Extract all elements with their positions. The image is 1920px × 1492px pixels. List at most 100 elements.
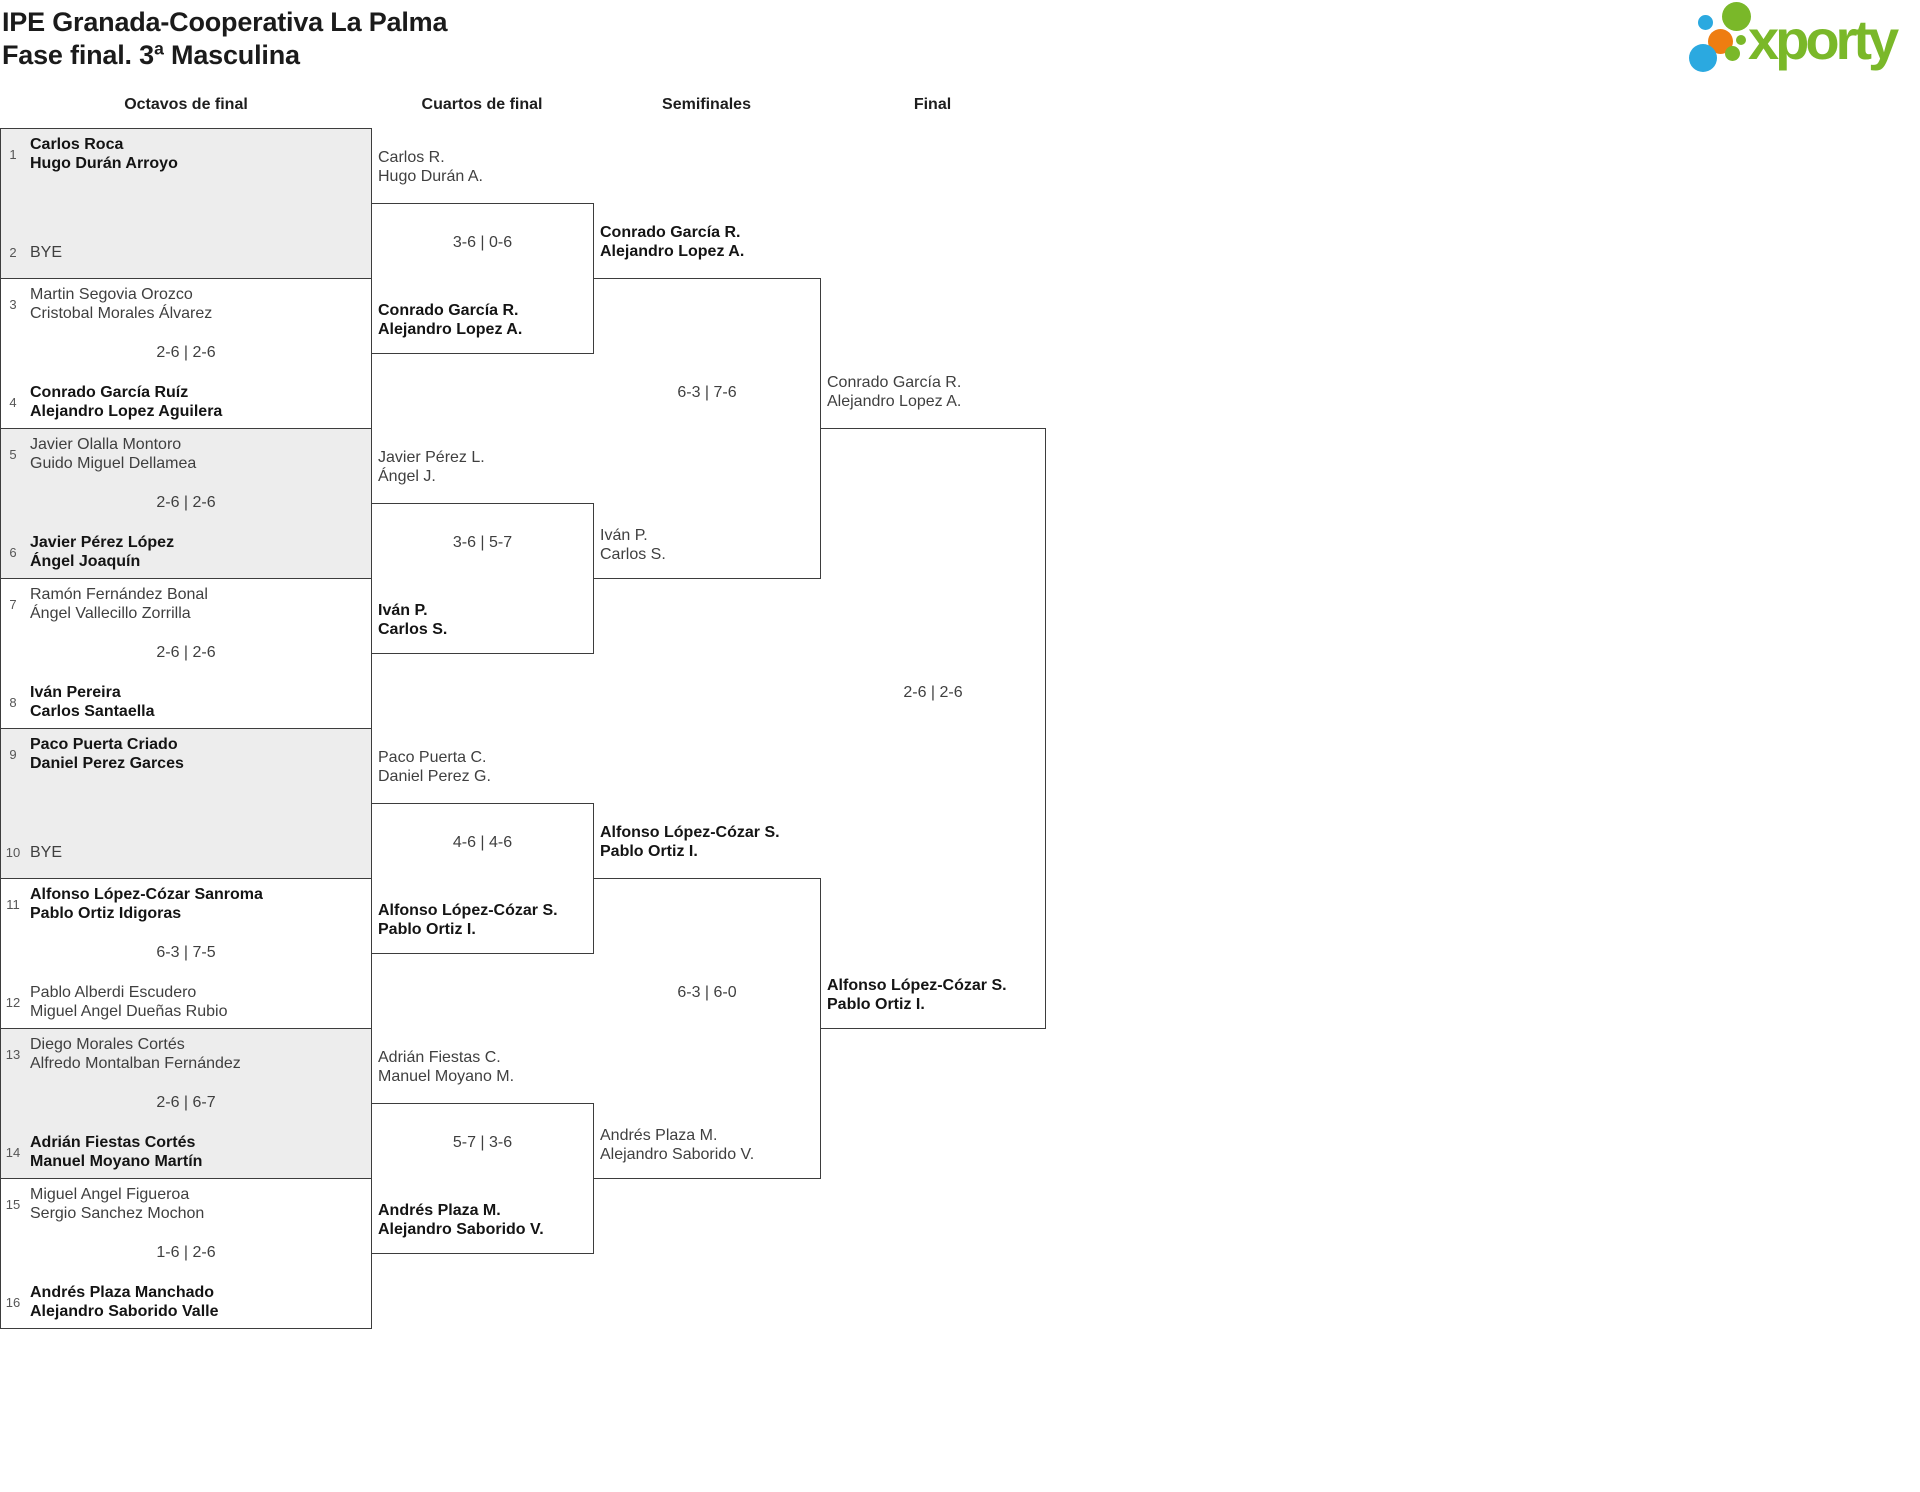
sf-team-top: Conrado García R.Alejandro Lopez A. (600, 223, 744, 261)
match-score: 5-7 | 3-6 (452, 1133, 513, 1151)
match-score: 2-6 | 2-6 (156, 494, 216, 511)
player-name: Miguel Angel Dueñas Rubio (30, 1003, 228, 1020)
match-score: 4-6 | 4-6 (452, 833, 513, 851)
seed-number: 11 (6, 896, 20, 912)
r16-match-2-box (0, 278, 372, 429)
player-name: Alejandro Lopez A. (827, 393, 962, 410)
player-name: Alejandro Lopez Aguilera (30, 403, 223, 420)
player-name: Conrado García R. (378, 302, 519, 319)
player-name: BYE (30, 843, 63, 861)
player-name: Diego Morales Cortés (30, 1036, 185, 1053)
player-name: Andrés Plaza Manchado (30, 1284, 215, 1301)
player-name: Manuel Moyano M. (378, 1068, 515, 1085)
player-name: Carlos R. (378, 149, 445, 166)
player-name: Alejandro Lopez A. (378, 321, 523, 338)
player-name: Martin Segovia Orozco (30, 286, 193, 303)
player-name: Ángel Joaquín (30, 553, 141, 570)
player-name: Hugo Durán Arroyo (30, 155, 178, 172)
player-name: Cristobal Morales Álvarez (30, 305, 213, 322)
player-name: Alfonso López-Cózar S. (378, 902, 558, 919)
qf-team-top: Paco Puerta C. Daniel Perez G. (378, 748, 491, 786)
player-name: Javier Pérez L. (378, 449, 485, 466)
seed-number: 4 (9, 394, 17, 410)
qf-team-top: Carlos R. Hugo Durán A. (378, 148, 483, 186)
player-name: Alfonso López-Cózar Sanroma (30, 886, 263, 903)
seed-number: 7 (9, 596, 17, 612)
player-name: Carlos S. (378, 621, 448, 638)
player-name: Conrado García R. (600, 224, 741, 241)
page-title: IPE Granada-Cooperativa La Palma Fase fi… (2, 6, 447, 72)
player-name: Pablo Alberdi Escudero (30, 984, 197, 1001)
round-header-semifinales: Semifinales (662, 96, 751, 113)
player-name: Alejandro Saborido V. (600, 1146, 755, 1163)
player-name: Ramón Fernández Bonal (30, 586, 208, 603)
player-name: Pablo Ortiz I. (378, 921, 476, 938)
match-score: 1-6 | 2-6 (156, 1244, 216, 1261)
player-name: Pablo Ortiz Idigoras (30, 905, 182, 922)
player-name: Alejandro Saborido Valle (30, 1303, 219, 1320)
match-score: 6-3 | 7-6 (677, 383, 737, 401)
final-team-top: Conrado García R. Alejandro Lopez A. (827, 373, 961, 411)
r16-match-7-box (0, 1028, 372, 1179)
sf-team-top: Alfonso López-Cózar S. Pablo Ortiz I. (600, 823, 780, 861)
match-score: 2-6 | 6-7 (156, 1094, 216, 1111)
player-name: Carlos S. (600, 546, 666, 563)
logo-dot-blue-large (1689, 44, 1717, 72)
qf-team-top: Javier Pérez L. Ángel J. (378, 448, 485, 486)
match-score: 3-6 | 0-6 (452, 233, 513, 251)
r16-match-1-box (0, 128, 372, 279)
player-name: Conrado García R. (827, 374, 962, 391)
match-score: 3-6 | 5-7 (452, 533, 513, 551)
player-name: Adrián Fiestas C. (378, 1049, 501, 1066)
logo-dot-green-small (1725, 46, 1740, 61)
player-name: Daniel Perez Garces (30, 755, 184, 772)
seed-number: 14 (5, 1144, 21, 1160)
player-name: Ángel J. (378, 468, 436, 485)
seed-number: 3 (9, 296, 17, 312)
tournament-name: IPE Granada-Cooperativa La Palma (2, 7, 448, 37)
player-name: Iván P. (378, 602, 428, 619)
player-name: Paco Puerta Criado (30, 736, 178, 753)
seed-number: 5 (9, 446, 17, 462)
player-name: Alfonso López-Cózar S. (600, 824, 780, 841)
player-name: Daniel Perez G. (378, 768, 491, 785)
qf-team-top: Adrián Fiestas C. Manuel Moyano M. (378, 1048, 514, 1086)
match-score: 2-6 | 2-6 (903, 683, 963, 701)
logo-dot-green-large (1722, 2, 1751, 31)
sf-team-bottom: Iván P.Carlos S. (600, 526, 666, 564)
player-name: Guido Miguel Dellamea (30, 455, 197, 472)
player-name: Paco Puerta C. (378, 749, 487, 766)
seed-number: 1 (9, 146, 17, 162)
match-score: 6-3 | 7-5 (156, 944, 216, 961)
player-name: Pablo Ortiz I. (600, 843, 698, 860)
player-name: Javier Pérez López (30, 534, 175, 551)
match-score: 2-6 | 2-6 (156, 344, 216, 361)
seed-number: 6 (9, 544, 17, 560)
final-team-bottom: Alfonso López-Cózar S. Pablo Ortiz I. (827, 976, 1007, 1014)
seed-number: 8 (9, 694, 17, 710)
phase-name: Fase final. 3ª Masculina (2, 40, 300, 70)
player-name: Iván Pereira (30, 684, 121, 701)
round-header-octavos: Octavos de final (124, 96, 248, 113)
seed-number: 12 (5, 994, 21, 1010)
player-name: Carlos Roca (30, 136, 124, 153)
player-name: Alfredo Montalban Fernández (30, 1055, 241, 1072)
logo-dot-blue-small (1698, 15, 1713, 30)
round-header-cuartos: Cuartos de final (421, 96, 543, 113)
player-name: Conrado García Ruíz (30, 384, 189, 401)
qf-team-bottom: Andrés Plaza M.Alejandro Saborido V. (378, 1201, 544, 1239)
player-name: Pablo Ortiz I. (827, 996, 925, 1013)
qf-team-bottom: Alfonso López-Cózar S. Pablo Ortiz I. (378, 901, 558, 939)
player-name: Alfonso López-Cózar S. (827, 977, 1007, 994)
logo-wordmark: xporty (1748, 8, 1899, 71)
seed-number: 10 (5, 844, 21, 860)
player-name: Hugo Durán A. (378, 168, 483, 185)
sf-team-bottom: Andrés Plaza M.Alejandro Saborido V. (600, 1126, 754, 1164)
